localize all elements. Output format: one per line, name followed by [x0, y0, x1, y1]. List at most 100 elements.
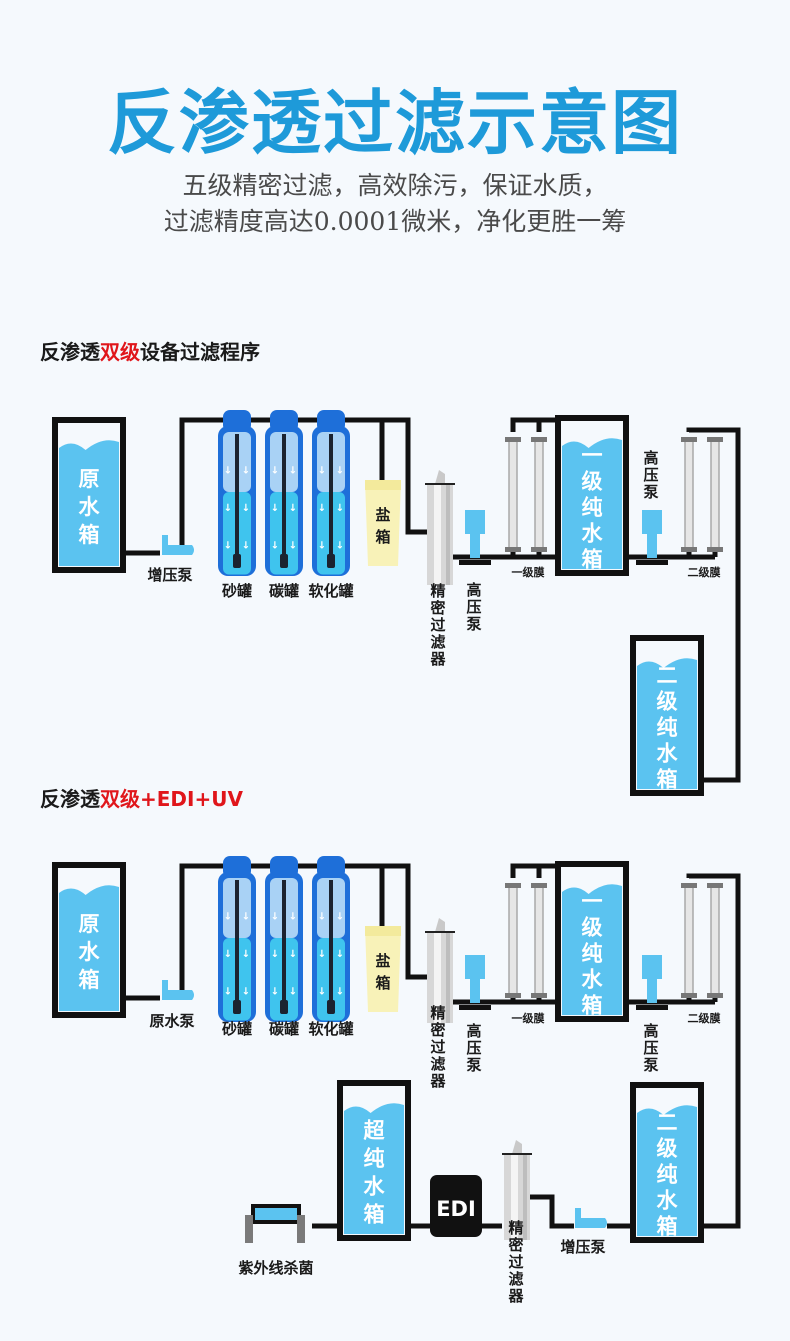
- primary-membrane-tube: [534, 440, 544, 550]
- high-pressure-pump-2-label-char: 泵: [643, 1056, 658, 1074]
- high-pressure-pump-2-label-char: 压: [643, 466, 658, 484]
- high-pressure-pump-1: [459, 955, 491, 1010]
- salt-box-label-char: 盐: [375, 952, 390, 970]
- precision-filter-label-char: 精: [430, 582, 445, 600]
- secondary-membrane-tube: [710, 440, 720, 550]
- high-pressure-pump-2-label-char: 高: [643, 449, 658, 467]
- precision-filter-2-top: [512, 1140, 522, 1154]
- primary-pure-water-tank-label-char: 一: [582, 444, 603, 468]
- uv-sterilizer-leg-left: [245, 1215, 253, 1243]
- carbon-vessel-flow-arrow: ↓: [271, 949, 279, 960]
- section2-title-highlight: 双级+EDI+UV: [100, 787, 243, 811]
- precision-filter-2-shadow: [523, 1155, 527, 1240]
- carbon-vessel-label: 碳罐: [269, 582, 299, 600]
- precision-filter-label-char: 过: [430, 616, 445, 634]
- section2-title-prefix: 反渗透: [40, 787, 100, 811]
- pipe-booster-to-filter: [530, 1194, 574, 1229]
- high-pressure-pump-1-shaft: [470, 979, 480, 1003]
- primary-pure-water-tank-label-char: 纯: [582, 496, 603, 520]
- sand-vessel: ↓↓↓↓↓↓: [218, 856, 256, 1022]
- sand-vessel-distributor: [233, 554, 241, 568]
- high-pressure-pump-1-label: 高压泵: [466, 1022, 481, 1074]
- raw-water-tank-water: [59, 440, 119, 566]
- secondary-pure-water-tank-label-char: 水: [657, 1189, 679, 1213]
- softener-vessel: ↓↓↓↓↓↓: [312, 410, 350, 576]
- primary-pure-water-tank-label-char: 级: [582, 916, 603, 940]
- precision-filter-top: [435, 918, 445, 932]
- carbon-vessel-flow-arrow: ↓: [271, 912, 279, 923]
- raw-water-tank-label-char: 水: [79, 495, 101, 519]
- primary-membrane: [505, 437, 547, 552]
- precision-filter-2-label-char: 器: [507, 1287, 524, 1305]
- salt-box: 盐箱: [365, 480, 401, 566]
- carbon-vessel-flow-arrow: ↓: [289, 949, 297, 960]
- raw-water-tank: 原水箱: [52, 862, 126, 1018]
- sand-vessel-flow-arrow: ↓: [224, 912, 232, 923]
- high-pressure-pump-1-label-char: 压: [466, 598, 481, 616]
- secondary-pure-water-tank-label-char: 水: [657, 742, 679, 766]
- carbon-vessel-label: 碳罐: [269, 1020, 299, 1038]
- uv-sterilizer-lamp: [251, 1204, 301, 1224]
- high-pressure-pump-2: [636, 510, 668, 565]
- high-pressure-pump-1-shaft: [470, 534, 480, 558]
- softener-vessel-distributor: [327, 1000, 335, 1014]
- carbon-vessel-flow-arrow: ↓: [271, 503, 279, 514]
- page-title: 反渗透过滤示意图: [107, 82, 683, 164]
- secondary-membrane-tube: [710, 886, 720, 996]
- sand-vessel-flow-arrow: ↓: [224, 987, 232, 998]
- booster-pump: [162, 535, 194, 555]
- primary-membrane-label: 一级膜: [512, 1011, 545, 1025]
- salt-box-label-char: 盐: [375, 506, 390, 524]
- high-pressure-pump-1-motor: [465, 955, 485, 979]
- secondary-pure-water-tank-label-char: 箱: [657, 768, 678, 792]
- secondary-membrane-endcap-bottom: [707, 993, 723, 998]
- high-pressure-pump-1-label-char: 压: [466, 1039, 481, 1057]
- high-pressure-pump-1-motor: [465, 510, 485, 534]
- secondary-membrane-endcap-top: [681, 437, 697, 442]
- primary-membrane-tube: [508, 886, 518, 996]
- carbon-vessel-flow-arrow: ↓: [271, 466, 279, 477]
- carbon-vessel-flow-arrow: ↓: [289, 541, 297, 552]
- pipe-pump-to-vessels: [179, 863, 430, 990]
- secondary-pure-water-tank-frame: [630, 635, 704, 796]
- edi-module-label: EDI: [436, 1197, 476, 1221]
- raw-water-pump-shape: [162, 980, 194, 1000]
- primary-pure-water-tank-frame: [555, 861, 629, 1022]
- carbon-vessel-distributor: [280, 1000, 288, 1014]
- primary-pure-water-tank-label-char: 箱: [582, 994, 603, 1018]
- sand-vessel-flow-arrow: ↓: [224, 466, 232, 477]
- precision-filter-shadow: [446, 933, 450, 1023]
- section1-title-prefix: 反渗透: [40, 340, 100, 364]
- softener-vessel-flow-arrow: ↓: [336, 503, 344, 514]
- softener-vessel-flow-arrow: ↓: [318, 949, 326, 960]
- precision-filter-shine: [434, 485, 441, 585]
- raw-water-tank-frame: [52, 862, 126, 1018]
- precision-filter-2-label-char: 滤: [508, 1270, 523, 1288]
- raw-water-tank-label-char: 箱: [79, 968, 100, 992]
- uv-sterilizer: [245, 1204, 305, 1243]
- sand-vessel-label: 砂罐: [222, 582, 252, 600]
- sand-vessel-flow-arrow: ↓: [242, 466, 250, 477]
- precision-filter: [425, 470, 455, 585]
- carbon-vessel-flow-arrow: ↓: [289, 987, 297, 998]
- softener-vessel-distributor: [327, 554, 335, 568]
- carbon-vessel-flow-arrow: ↓: [289, 466, 297, 477]
- high-pressure-pump-1-label-char: 高: [466, 1022, 481, 1040]
- secondary-membrane-tube: [684, 886, 694, 996]
- pipe-membrane2-to-tank2: [686, 873, 741, 1229]
- secondary-pure-water-tank-label-char: 级: [657, 690, 678, 714]
- sand-vessel-flow-arrow: ↓: [242, 912, 250, 923]
- high-pressure-pump-2-base: [636, 560, 668, 565]
- secondary-pure-water-tank-label-char: 级: [657, 1137, 678, 1161]
- high-pressure-pump-2-shaft: [647, 534, 657, 558]
- softener-vessel-flow-arrow: ↓: [318, 912, 326, 923]
- precision-filter-2-label-char: 精: [508, 1219, 523, 1237]
- edi-module: EDI: [430, 1175, 482, 1237]
- primary-membrane-label: 一级膜: [512, 565, 545, 579]
- carbon-vessel-distributor: [280, 554, 288, 568]
